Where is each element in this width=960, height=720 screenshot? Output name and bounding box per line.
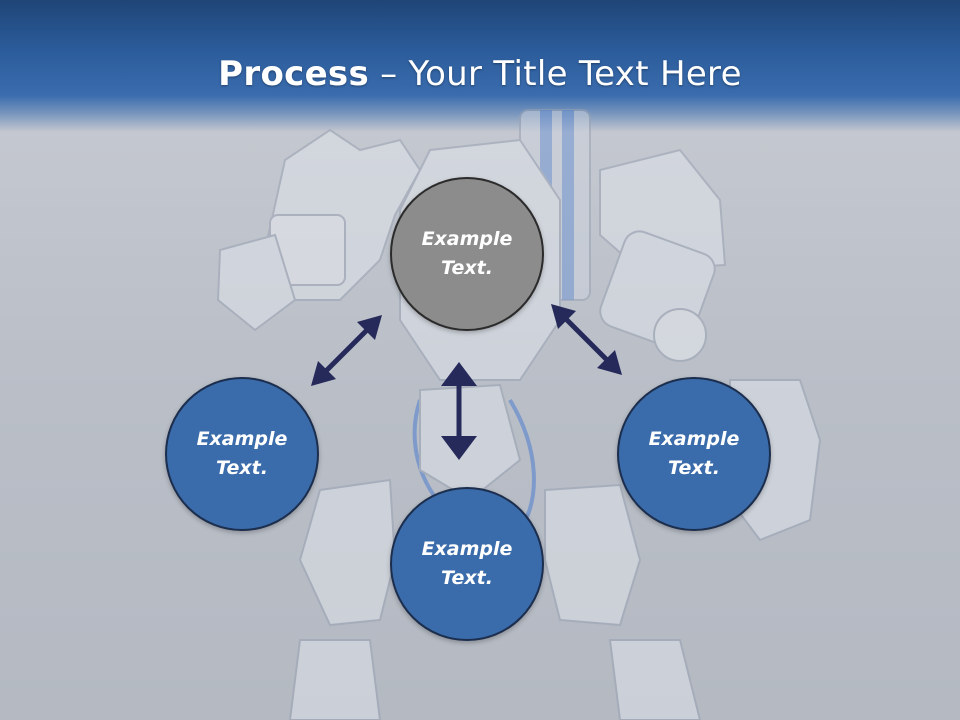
node-bottom-label: Example Text. — [421, 538, 513, 589]
node-left-label: Example Text. — [196, 428, 288, 479]
title-bold-text: Process — [218, 54, 370, 94]
title-rest-text: – Your Title Text Here — [369, 54, 742, 94]
node-right-label: Example Text. — [648, 428, 740, 479]
process-node-right[interactable]: Example Text. — [617, 377, 771, 531]
process-node-center[interactable]: Example Text. — [390, 177, 544, 331]
title-bar — [0, 0, 960, 132]
process-node-left[interactable]: Example Text. — [165, 377, 319, 531]
slide-title: Process – Your Title Text Here — [0, 50, 960, 98]
process-node-bottom[interactable]: Example Text. — [390, 487, 544, 641]
node-center-label: Example Text. — [421, 228, 513, 279]
